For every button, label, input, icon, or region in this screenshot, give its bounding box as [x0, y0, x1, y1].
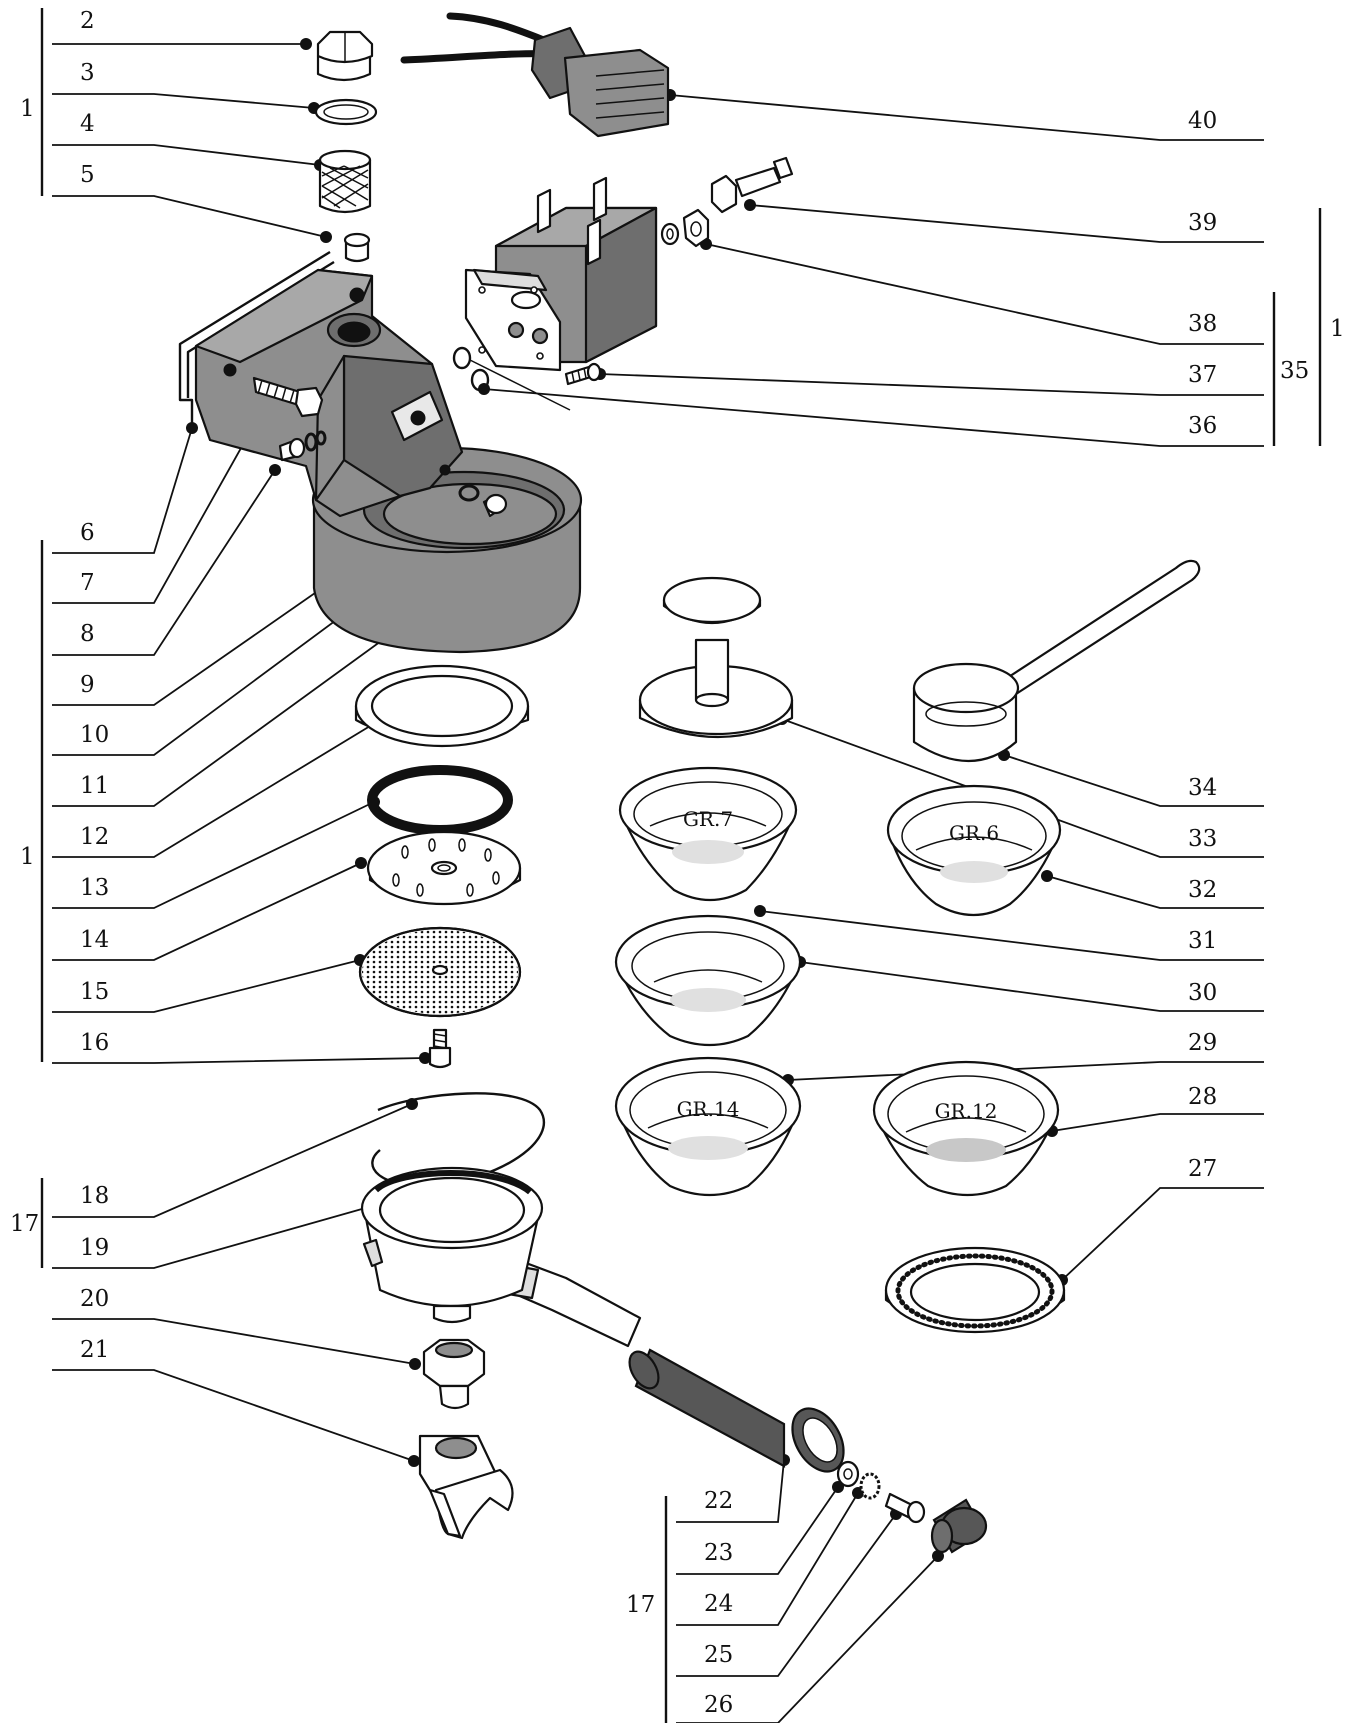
label-28: 28	[1188, 1084, 1217, 1110]
basket-mark-gr12: GR.12	[935, 1099, 998, 1123]
label-40: 40	[1188, 108, 1217, 134]
label-39: 39	[1188, 210, 1217, 236]
label-9: 9	[80, 672, 95, 698]
label-5: 5	[80, 162, 95, 188]
part-number-labels: 1 1 1 2 3 4 5 6 7 8 9 10 11 12 13 14 15 …	[10, 8, 1345, 1718]
label-10: 10	[80, 722, 109, 748]
diffuser-disc	[366, 830, 522, 906]
label-33: 33	[1188, 826, 1217, 852]
label-1-top: 1	[20, 96, 35, 122]
label-34: 34	[1188, 775, 1217, 801]
label-7: 7	[80, 570, 95, 596]
label-25: 25	[704, 1642, 733, 1668]
filter-basket-gr12: GR.12	[872, 1060, 1060, 1197]
label-13: 13	[80, 875, 109, 901]
label-27: 27	[1188, 1156, 1217, 1182]
label-18: 18	[80, 1183, 109, 1209]
label-31: 31	[1188, 928, 1217, 954]
valve-screw	[458, 484, 508, 518]
shower-screen	[358, 926, 522, 1018]
label-14: 14	[80, 927, 109, 953]
hex-screw	[252, 376, 324, 418]
perforated-ring	[884, 1246, 1066, 1334]
gasket-ring	[314, 98, 378, 126]
filter-basket-plain	[614, 914, 802, 1047]
label-4: 4	[80, 111, 95, 137]
label-24: 24	[704, 1591, 733, 1617]
small-screw	[278, 437, 306, 462]
label-37: 37	[1188, 362, 1217, 388]
o-ring-small	[304, 430, 327, 452]
label-3: 3	[80, 60, 95, 86]
coffee-scoop	[912, 559, 1201, 762]
basket-mark-gr6: GR.6	[949, 821, 999, 845]
label-29: 29	[1188, 1030, 1217, 1056]
label-23: 23	[704, 1540, 733, 1566]
filter-basket-gr7: GR.7	[618, 766, 798, 901]
mesh-filter	[318, 149, 372, 214]
solenoid-valve	[452, 156, 794, 411]
label-8: 8	[80, 621, 95, 647]
label-19: 19	[80, 1235, 109, 1261]
label-12: 12	[80, 824, 109, 850]
electrical-connector	[400, 12, 670, 138]
label-20: 20	[80, 1286, 109, 1312]
label-1-middle: 1	[20, 844, 35, 870]
gasket-ring-large	[354, 664, 530, 748]
label-32: 32	[1188, 877, 1217, 903]
basket-mark-gr7: GR.7	[683, 807, 733, 831]
filter-basket-gr6: GR.6	[886, 784, 1062, 917]
label-36: 36	[1188, 413, 1217, 439]
label-17-bottom: 17	[626, 1592, 655, 1618]
label-30: 30	[1188, 980, 1217, 1006]
o-ring-black	[367, 765, 513, 835]
gicleur-jet	[343, 232, 371, 263]
portafilter	[360, 1092, 988, 1554]
label-6: 6	[80, 520, 95, 546]
shower-screw	[428, 1028, 452, 1069]
label-1-right: 1	[1330, 316, 1345, 342]
leader-lines	[52, 43, 1264, 1723]
label-15: 15	[80, 979, 109, 1005]
label-11: 11	[80, 773, 109, 799]
basket-mark-gr14: GR.14	[677, 1097, 740, 1121]
label-16: 16	[80, 1030, 109, 1056]
coffee-tamper	[638, 576, 794, 738]
label-38: 38	[1188, 311, 1217, 337]
label-2: 2	[80, 8, 95, 34]
label-17-left: 17	[10, 1211, 39, 1237]
label-26: 26	[704, 1692, 733, 1718]
label-21: 21	[80, 1337, 109, 1363]
cap-nut	[316, 30, 374, 82]
label-22: 22	[704, 1488, 733, 1514]
label-35: 35	[1280, 358, 1309, 384]
filter-basket-gr14: GR.14	[614, 1056, 802, 1197]
